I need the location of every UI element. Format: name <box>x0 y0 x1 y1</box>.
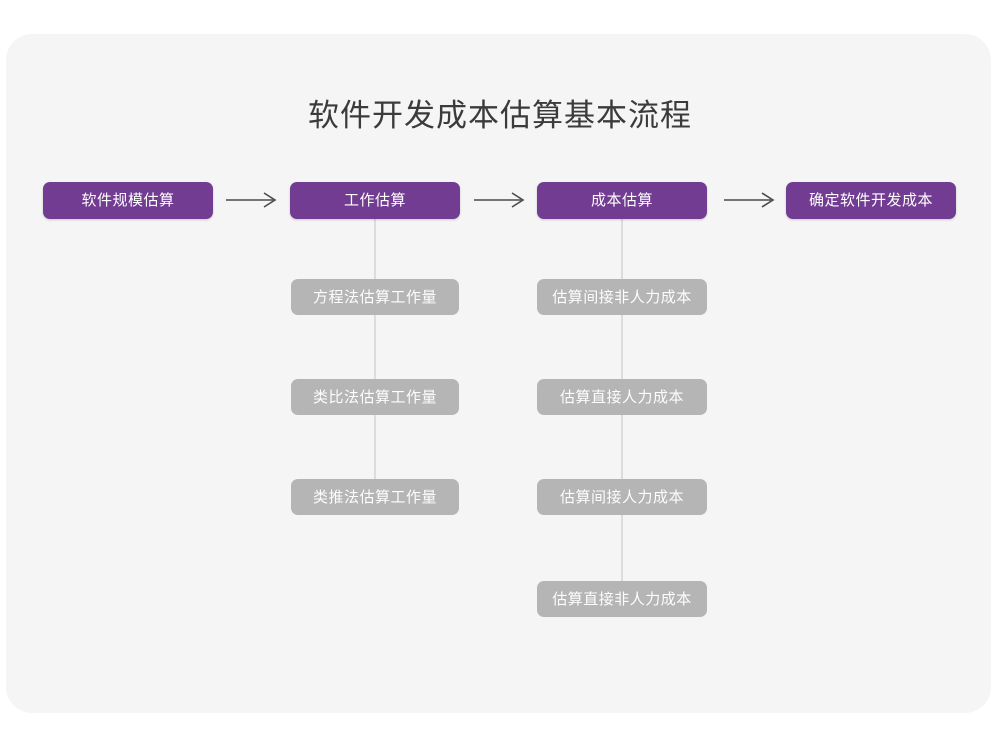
substep-node-label: 方程法估算工作量 <box>312 287 437 306</box>
substep-node-analogical-method-workload[interactable]: 类推法估算工作量 <box>291 479 459 515</box>
substep-node-indirect-labor-cost[interactable]: 估算间接人力成本 <box>537 479 707 515</box>
substep-node-label: 类推法估算工作量 <box>312 487 437 506</box>
substep-node-equation-method-workload[interactable]: 方程法估算工作量 <box>291 279 459 315</box>
stage-node-cost-estimation[interactable]: 成本估算 <box>537 182 707 219</box>
substep-node-direct-nonlabor-cost[interactable]: 估算直接非人力成本 <box>537 581 707 617</box>
stage-node-software-scale-estimation[interactable]: 软件规模估算 <box>43 182 213 219</box>
flow-arrow-1-to-2 <box>226 189 278 213</box>
substep-node-label: 估算直接人力成本 <box>559 387 684 406</box>
stage-node-label: 软件规模估算 <box>81 191 175 209</box>
flow-arrow-3-to-4 <box>724 189 776 213</box>
substep-node-label: 估算直接非人力成本 <box>552 589 692 608</box>
page-title: 软件开发成本估算基本流程 <box>308 98 692 134</box>
connector-line-stage2 <box>374 218 376 500</box>
stage-node-label: 成本估算 <box>590 191 653 209</box>
substep-node-analogy-method-workload[interactable]: 类比法估算工作量 <box>291 379 459 415</box>
substep-node-label: 估算间接非人力成本 <box>552 287 692 306</box>
arrow-right-icon <box>474 192 525 208</box>
substep-node-label: 类比法估算工作量 <box>312 387 437 406</box>
substep-node-label: 估算间接人力成本 <box>559 487 684 506</box>
substep-node-direct-labor-cost[interactable]: 估算直接人力成本 <box>537 379 707 415</box>
stage-node-label: 工作估算 <box>343 191 406 209</box>
diagram-panel <box>6 34 991 713</box>
stage-node-determine-development-cost[interactable]: 确定软件开发成本 <box>786 182 956 219</box>
substep-node-indirect-nonlabor-cost[interactable]: 估算间接非人力成本 <box>537 279 707 315</box>
stage-node-work-estimation[interactable]: 工作估算 <box>290 182 460 219</box>
arrow-right-icon <box>724 192 775 208</box>
flow-arrow-2-to-3 <box>474 189 526 213</box>
stage-node-label: 确定软件开发成本 <box>808 191 933 209</box>
arrow-right-icon <box>226 192 277 208</box>
